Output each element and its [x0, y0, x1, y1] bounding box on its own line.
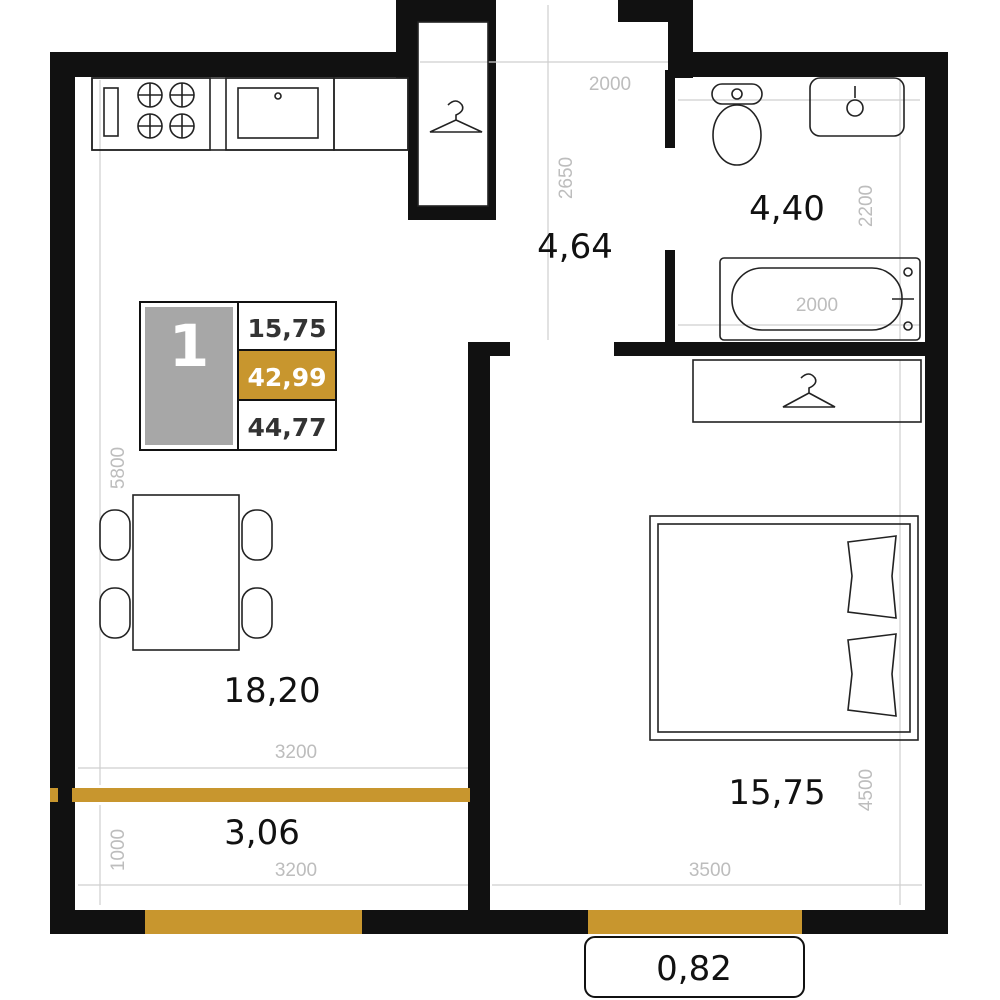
walls [50, 0, 948, 934]
bathtub-icon [719, 257, 921, 341]
glazing [50, 788, 802, 934]
balcony-divider [72, 788, 470, 802]
chair-icon [99, 509, 131, 561]
room-areas: 18,20 4,64 4,40 15,75 3,06 0,82 [223, 189, 825, 989]
area-hall: 4,64 [537, 227, 613, 267]
chair-icon [99, 587, 131, 639]
bed [649, 515, 919, 741]
area-loggia: 0,82 [656, 949, 732, 989]
toilet-icon [711, 83, 763, 166]
apartment-summary: 1 15,75 42,99 44,77 [139, 301, 337, 451]
dim-kitchen-width: 3200 [275, 742, 317, 763]
chair-icon [241, 509, 273, 561]
hanger-icon [782, 373, 836, 408]
washbasin-icon [809, 77, 905, 137]
area-bathroom: 4,40 [749, 189, 825, 229]
dim-kitchen-height: 5800 [108, 447, 129, 489]
area-bedroom: 15,75 [728, 773, 825, 813]
chair-icon [241, 587, 273, 639]
living-area-value: 15,75 [247, 314, 326, 343]
window-bedroom [588, 910, 802, 934]
pillow-icon [847, 633, 897, 717]
dim-bedroom-width: 3500 [689, 860, 731, 881]
dim-balcony-depth: 1000 [108, 829, 129, 871]
stove-icon [91, 77, 211, 151]
dim-balcony-width: 3200 [275, 860, 317, 881]
area-kitchen-living: 18,20 [223, 671, 320, 711]
kitchen-counter [91, 77, 409, 151]
area-balcony: 3,06 [224, 813, 300, 853]
hanger-icon [429, 100, 483, 133]
total-area-balcony-value: 44,77 [247, 413, 326, 442]
dim-bath-depth: 2200 [856, 185, 877, 227]
dim-bath-width-top: 2000 [589, 74, 631, 95]
dim-hall-length: 2650 [556, 157, 577, 199]
dining-table [99, 494, 273, 651]
hall-wardrobe [417, 21, 489, 207]
dim-bedroom-depth: 4500 [856, 769, 877, 811]
loggia-box [584, 936, 805, 998]
room-count: 1 [169, 312, 209, 380]
pillow-icon [847, 535, 897, 619]
dim-bath-width-bottom: 2000 [796, 295, 838, 316]
bedroom-wardrobe [692, 359, 922, 423]
window-kitchen [145, 910, 362, 934]
dimension-labels: 5800 3200 3200 1000 2650 2000 2200 2000 … [108, 74, 877, 881]
dimension-lines [78, 5, 922, 905]
total-area-value: 42,99 [247, 363, 326, 392]
